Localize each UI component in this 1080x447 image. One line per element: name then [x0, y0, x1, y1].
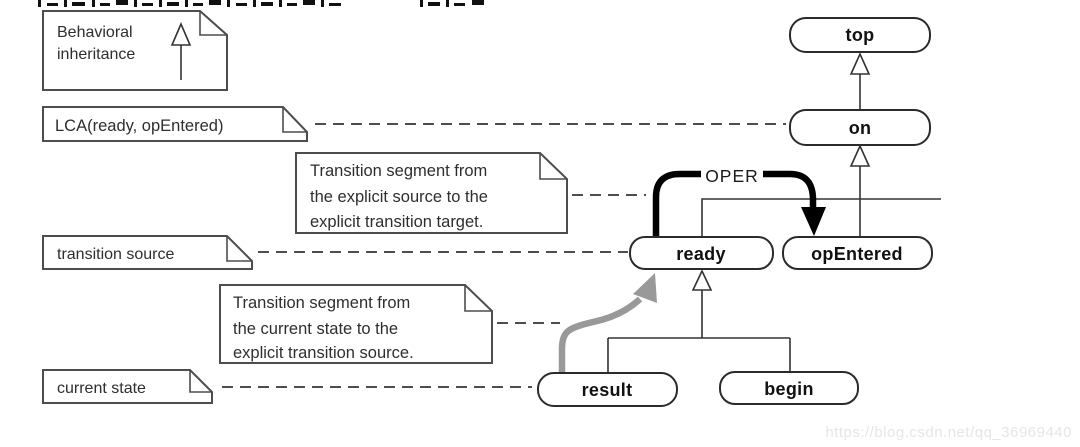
oper-transition-label: OPER — [701, 165, 763, 186]
note-lca: LCA(ready, opEntered) — [42, 106, 308, 142]
note-box — [42, 369, 213, 404]
state-top — [789, 17, 931, 53]
note-line: explicit transition target. — [310, 213, 483, 231]
note-box — [295, 152, 568, 234]
note-segment-current: Transition segment from the current stat… — [219, 284, 493, 364]
note-transition-source: transition source — [42, 235, 253, 270]
note-dog-ear — [199, 11, 227, 36]
cropped-text-fragments — [38, 0, 484, 7]
state-begin — [719, 371, 859, 405]
note-current-state: current state — [42, 369, 213, 404]
note-line: LCA(ready, opEntered) — [55, 117, 223, 135]
state-result-label: result — [582, 380, 633, 400]
state-begin-label: begin — [764, 379, 814, 399]
transition-path-line — [701, 198, 941, 237]
note-line: transition source — [57, 246, 174, 263]
state-opentered — [782, 236, 933, 270]
state-top-label: top — [846, 25, 875, 45]
state-ready-label: ready — [676, 244, 726, 264]
open-triangle-arrowhead-ready — [691, 269, 713, 291]
state-ready — [629, 236, 774, 270]
oper-label-text: OPER — [705, 166, 759, 186]
note-box — [219, 284, 493, 364]
note-dog-ear — [282, 107, 307, 133]
note-behavioral-inheritance: Behavioral inheritance — [42, 10, 228, 91]
open-triangle-arrowhead-top — [849, 52, 871, 75]
note-box — [42, 235, 253, 270]
oper-label-mask — [701, 165, 763, 185]
note-line: explicit transition source. — [233, 344, 414, 362]
note-line: current state — [57, 380, 146, 397]
note-line: Transition segment from — [310, 162, 487, 180]
watermark-text: https://blog.csdn.net/qq_36969440 — [825, 424, 1072, 441]
note-dog-ear — [464, 285, 492, 312]
note-line: the current state to the — [233, 320, 398, 338]
note-segment-explicit: Transition segment from the explicit sou… — [295, 152, 568, 234]
state-on-label: on — [849, 118, 872, 138]
note-dog-ear — [189, 370, 212, 393]
note-line: inheritance — [57, 46, 135, 63]
note-dog-ear — [226, 236, 252, 262]
solid-black-arrowhead-opentered — [801, 207, 826, 236]
note-line: Behavioral — [57, 24, 133, 41]
note-dog-ear — [539, 153, 567, 180]
gray-transition-arrow — [558, 296, 643, 374]
state-opentered-label: opEntered — [811, 244, 903, 264]
note-line: Transition segment from — [233, 294, 410, 312]
state-result — [537, 372, 678, 407]
note-line: the explicit source to the — [310, 188, 488, 206]
up-arrow-icon — [170, 21, 192, 46]
gray-arc — [558, 296, 643, 374]
open-triangle-arrowhead-on — [849, 144, 871, 167]
inheritance-tree-result-begin-to-ready — [607, 290, 791, 372]
solid-gray-arrowhead-ready — [633, 273, 657, 303]
note-box — [42, 106, 308, 142]
